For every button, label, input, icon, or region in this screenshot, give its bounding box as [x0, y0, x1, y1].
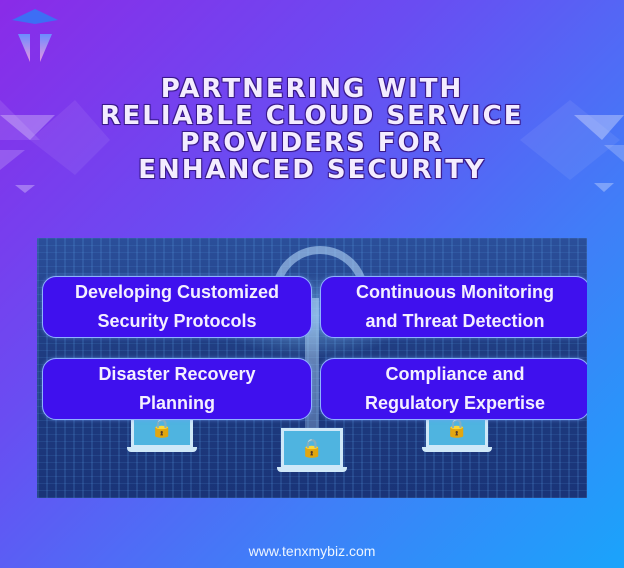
feature-card-monitoring: Continuous Monitoring and Threat Detecti…: [320, 276, 587, 338]
card-line: Developing Customized: [74, 282, 280, 302]
feature-card-custom-protocols: Developing Customized Security Protocols: [42, 276, 312, 338]
card-line: Security Protocols: [97, 311, 257, 331]
title-line-3: PROVIDERS FOR: [180, 128, 444, 158]
laptop-lock-icon: 🔒: [277, 428, 347, 472]
feature-card-disaster-recovery: Disaster Recovery Planning: [42, 358, 312, 420]
title-line-4: ENHANCED SECURITY: [138, 155, 486, 185]
card-line: Disaster Recovery: [98, 364, 256, 384]
card-line: Continuous Monitoring: [356, 282, 554, 302]
brand-logo-icon: [12, 9, 58, 62]
cloud-security-illustration: 🔒 🔒 🔒 Developing Customized Security Pro…: [37, 238, 587, 498]
decorative-triangles-right: [520, 100, 624, 192]
title-line-2: RELIABLE CLOUD SERVICE: [100, 101, 524, 131]
card-line: Regulatory Expertise: [364, 393, 546, 413]
website-link[interactable]: www.tenxmybiz.com: [248, 543, 376, 559]
feature-card-compliance: Compliance and Regulatory Expertise: [320, 358, 587, 420]
title-line-1: PARTNERING WITH: [160, 74, 464, 104]
card-line: and Threat Detection: [365, 311, 545, 331]
page-title: PARTNERING WITH RELIABLE CLOUD SERVICE P…: [0, 76, 624, 184]
card-line: Planning: [139, 393, 215, 413]
card-line: Compliance and: [385, 364, 525, 384]
decorative-triangles-left: [0, 100, 110, 193]
